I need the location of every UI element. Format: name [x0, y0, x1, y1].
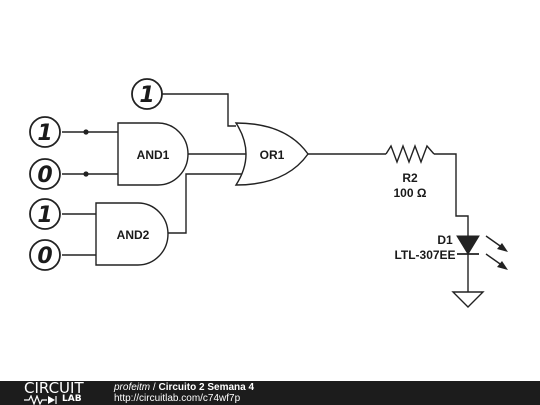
input-top-value: 1	[139, 83, 154, 108]
diode-part: LTL-307EE	[394, 248, 455, 262]
author-link[interactable]: profeitm	[114, 382, 151, 393]
brand-logo-top: CIRCUIT	[24, 379, 84, 397]
footer-circuit-info: profeitm / Circuito 2 Semana 4	[114, 382, 254, 394]
wire-top-input	[162, 93, 236, 127]
input-and2-a-value: 1	[37, 203, 52, 228]
ground-icon[interactable]	[451, 291, 485, 308]
and2-gate[interactable]: AND2	[95, 202, 169, 266]
resistor-diode-logo-icon	[24, 395, 57, 405]
resistor-r2[interactable]	[385, 144, 435, 164]
input-and2-a[interactable]: 1	[29, 198, 61, 230]
brand-logo-bottom: LAB	[62, 394, 82, 404]
input-and2-b[interactable]: 0	[29, 239, 61, 271]
footer-bar: CIRCUIT LAB profeitm / Circuito 2 Semana…	[0, 381, 540, 405]
path-separator: /	[150, 382, 159, 393]
and1-gate[interactable]: AND1	[117, 122, 189, 186]
input-and1-a-value: 1	[37, 121, 52, 146]
junction-dot	[83, 129, 89, 135]
junction-dot	[83, 171, 89, 177]
wire-r-to-d	[434, 153, 469, 236]
diode-name: D1	[437, 233, 453, 247]
input-and2-b-value: 0	[37, 244, 52, 269]
input-and1-b[interactable]: 0	[29, 158, 61, 190]
input-top[interactable]: 1	[131, 78, 163, 110]
light-emission-icon	[485, 235, 508, 270]
schematic-canvas: 1 1 0 1 0 AND1 AND2 OR1 R2 100 Ω	[29, 78, 508, 308]
resistor-value: 100 Ω	[394, 186, 427, 200]
input-and1-a[interactable]: 1	[29, 116, 61, 148]
and1-label: AND1	[137, 148, 170, 162]
wires	[62, 93, 469, 292]
resistor-name: R2	[402, 171, 418, 185]
circuit-title[interactable]: Circuito 2 Semana 4	[158, 382, 255, 393]
or1-gate[interactable]: OR1	[234, 122, 309, 186]
circuit-url-link[interactable]: http://circuitlab.com/c74wf7p	[114, 393, 241, 404]
wire-and2-out	[168, 173, 248, 234]
input-and1-b-value: 0	[37, 163, 52, 188]
led-d1[interactable]	[456, 235, 480, 255]
or1-label: OR1	[260, 148, 285, 162]
and2-label: AND2	[117, 228, 150, 242]
